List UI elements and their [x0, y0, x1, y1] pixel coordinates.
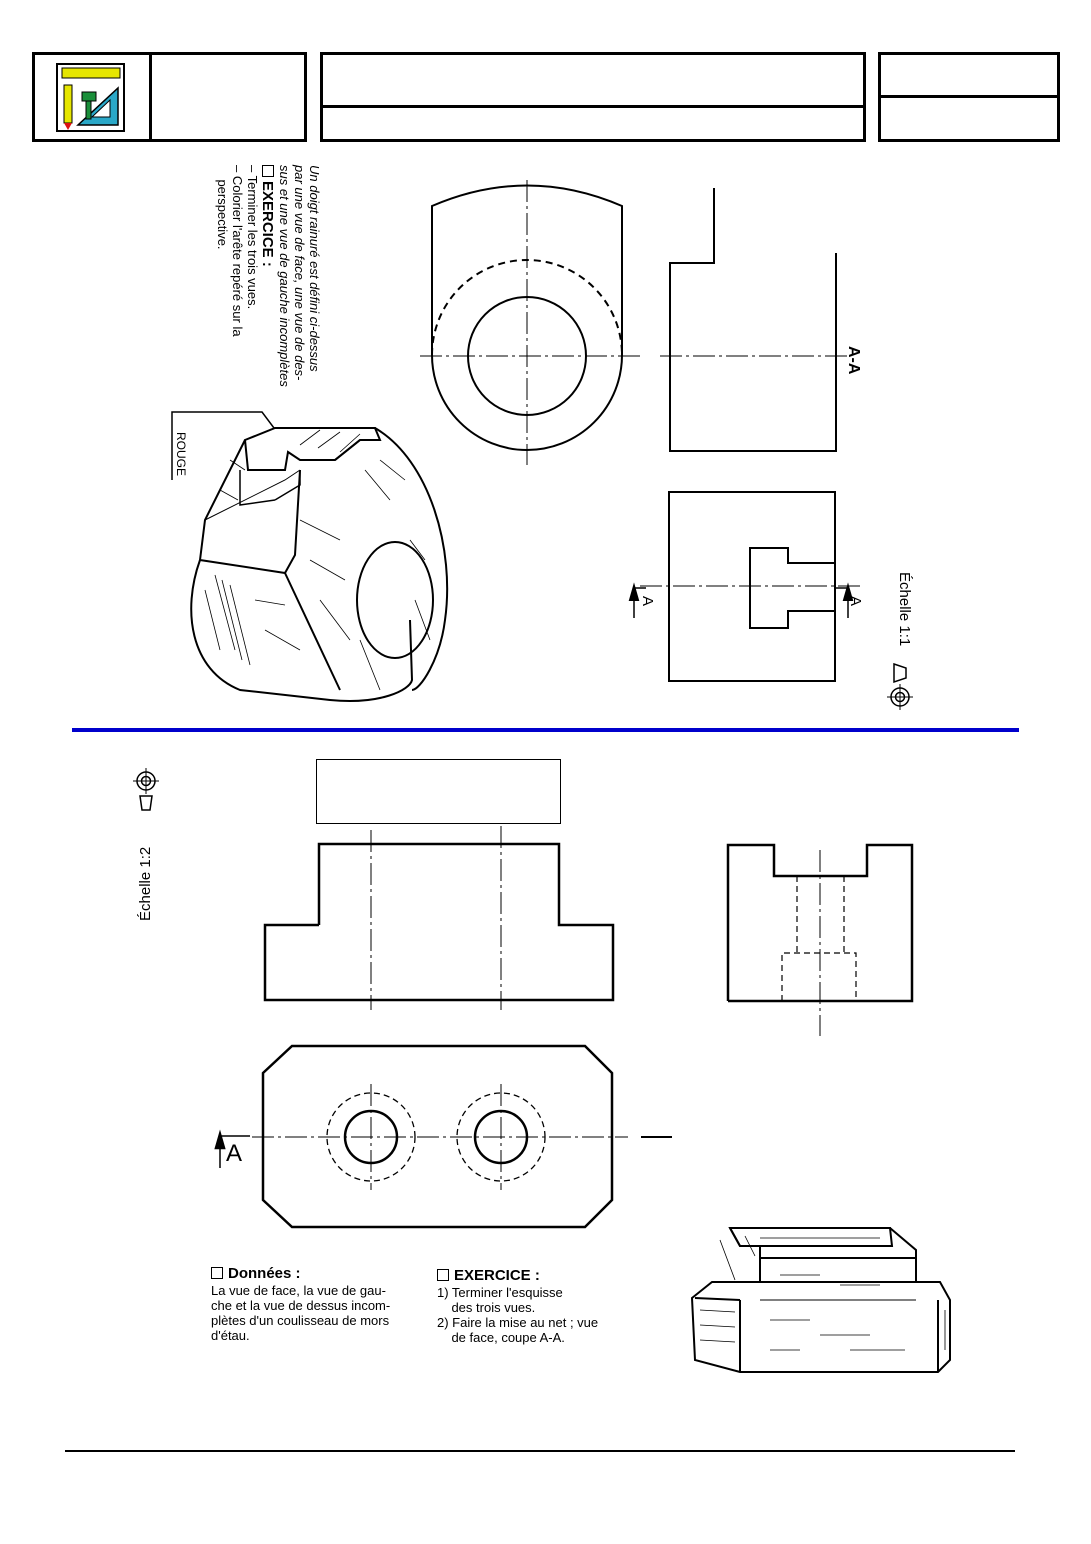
ex2-donnees-block: Données : La vue de face, la vue de gau-… — [211, 1266, 411, 1343]
ex2-donnees-line-4: d'étau. — [211, 1328, 250, 1343]
ex2-exercice-line-3: 2) Faire la mise au net ; vue — [437, 1315, 599, 1330]
header-ref-line-1 — [881, 55, 1057, 98]
ex2-side-view — [726, 843, 914, 1036]
ex1-perspective-drawing — [171, 411, 449, 702]
ex2-donnees-heading: Données : — [228, 1265, 301, 1282]
projection-symbol-icon — [887, 662, 913, 710]
ex1-section-view — [660, 188, 848, 452]
ex2-exercice-line-2: des trois vues. — [437, 1300, 536, 1315]
checkbox-icon — [437, 1269, 449, 1281]
ex2-top-view — [214, 1044, 672, 1229]
ex2-donnees-line-1: La vue de face, la vue de gau- — [211, 1283, 386, 1298]
ex2-donnees-line-2: che et la vue de dessus incom- — [211, 1298, 391, 1313]
ex2-donnees-line-3: plètes d'un coulisseau de mors — [211, 1313, 390, 1328]
footer-rule — [65, 1450, 1015, 1452]
ex1-front-view — [420, 180, 640, 465]
header-title-cell — [320, 52, 866, 142]
section-divider — [72, 728, 1019, 732]
header-cell-2 — [149, 52, 307, 142]
ex1-top-view — [628, 491, 862, 682]
header-ref-cell — [878, 52, 1060, 142]
ex2-cut-label: A — [226, 1140, 243, 1167]
checkbox-icon — [211, 1267, 223, 1279]
ex2-exercice-heading: EXERCICE : — [454, 1267, 540, 1284]
ex2-exercice-line-1: 1) Terminer l'esquisse — [437, 1285, 563, 1300]
projection-symbol-icon — [133, 768, 159, 811]
ex2-exercice-block: EXERCICE : 1) Terminer l'esquisse des tr… — [437, 1268, 647, 1345]
ex2-title-box — [316, 759, 561, 824]
ex2-perspective-drawing — [690, 1227, 951, 1373]
ex2-exercice-line-4: de face, coupe A-A. — [437, 1330, 565, 1345]
header-title-line-1 — [323, 55, 863, 108]
ex2-front-view — [263, 826, 615, 1010]
